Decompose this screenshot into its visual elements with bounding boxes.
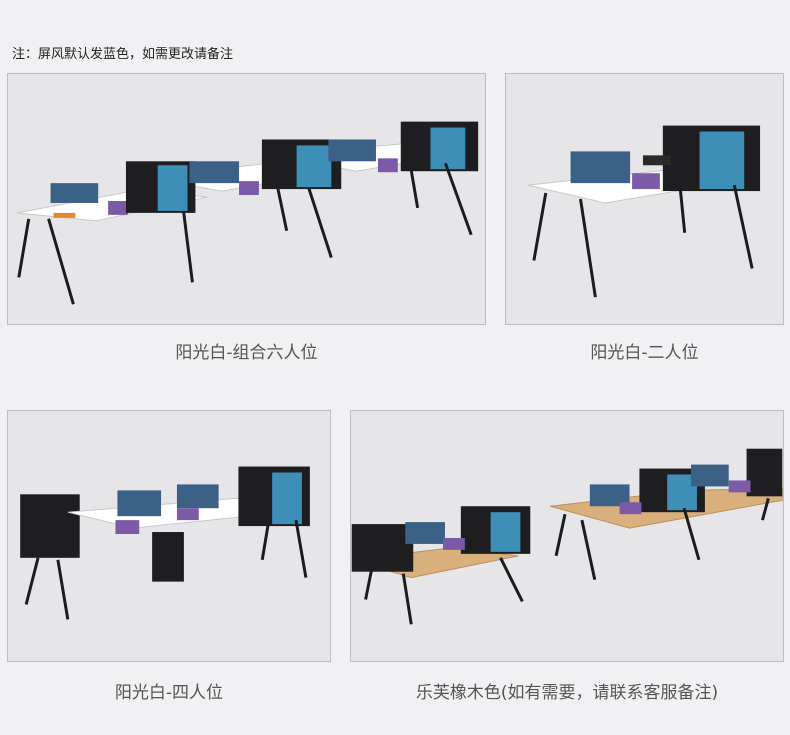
product-image-oak[interactable] <box>350 410 784 662</box>
desk-illustration <box>351 448 783 625</box>
product-image-six-person[interactable] <box>7 73 486 325</box>
desk-unit <box>20 466 310 620</box>
product-caption: 乐芙橡木色(如有需要，请联系客服备注) <box>415 683 719 703</box>
product-caption: 阳光白-组合六人位 <box>175 343 318 363</box>
product-caption: 阳光白-二人位 <box>590 343 699 363</box>
desk-unit <box>527 125 761 298</box>
product-caption: 阳光白-四人位 <box>114 683 224 703</box>
desk-unit <box>261 121 479 236</box>
desk-illustration <box>16 121 479 305</box>
desk-unit <box>125 161 337 258</box>
desk-unit <box>351 506 531 625</box>
desk-unit <box>550 448 783 580</box>
desk-illustration <box>527 125 761 298</box>
product-image-two-person[interactable] <box>505 73 784 325</box>
desk-illustration <box>20 466 310 620</box>
product-image-four-person[interactable] <box>7 410 331 662</box>
color-note: 注：屏风默认发蓝色，如需更改请备注 <box>12 47 234 62</box>
